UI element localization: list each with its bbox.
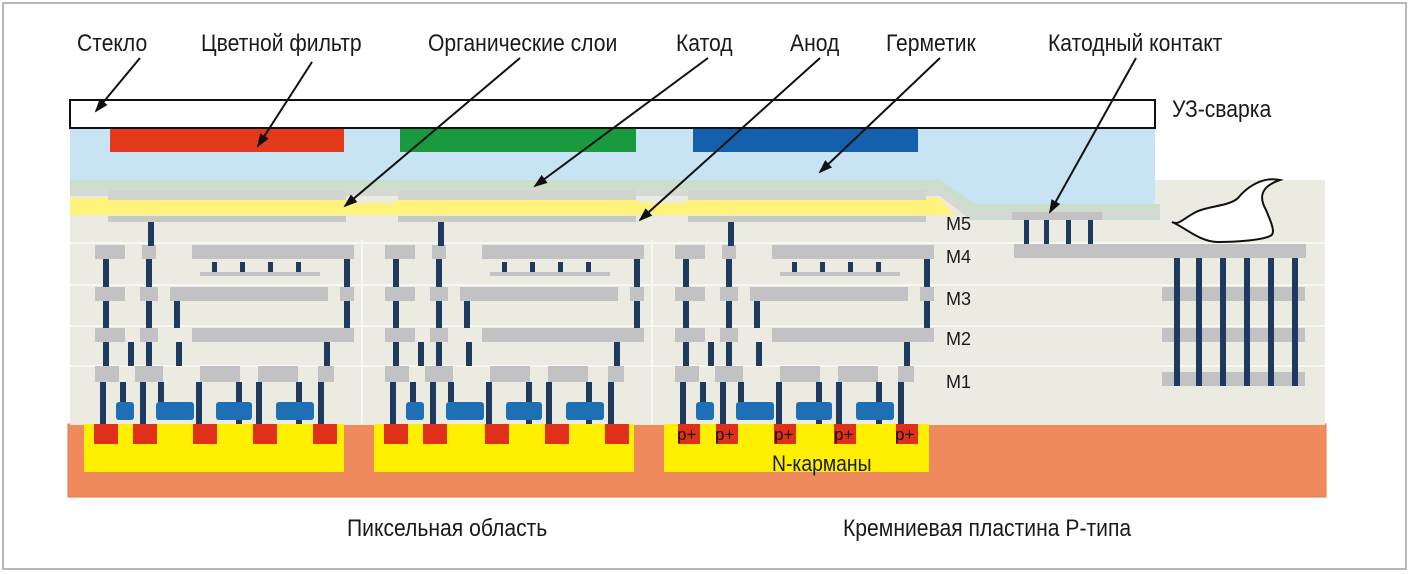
label-p-plus-2: p+ — [715, 425, 735, 444]
arrow-organic-layers — [343, 57, 521, 208]
green-filter — [400, 128, 636, 152]
contact-pillar-stack — [1162, 258, 1305, 386]
anode-base-1 — [108, 216, 346, 222]
label-organic-layers: Органические слои — [428, 30, 618, 57]
arrow-cathode — [533, 57, 709, 188]
label-cathode-contact: Катодный контакт — [1048, 30, 1223, 57]
anode-pixel-2 — [398, 190, 636, 200]
label-m2: M2 — [946, 329, 972, 349]
leader-arrows — [94, 57, 1137, 222]
label-p-plus-4: p+ — [834, 425, 854, 444]
m4-contact-bar — [1014, 244, 1306, 258]
label-pixel-area: Пиксельная область — [347, 515, 548, 542]
pixel-circuit-1 — [95, 222, 354, 424]
label-p-plus-3: p+ — [774, 425, 794, 444]
red-filter — [110, 128, 344, 152]
label-m5: M5 — [946, 214, 972, 234]
arrow-anode — [638, 57, 821, 222]
n-well-3 — [664, 424, 929, 472]
anode-base-3 — [688, 216, 926, 222]
label-m4: M4 — [946, 247, 972, 267]
label-p-plus-5: p+ — [895, 425, 915, 444]
label-anode: Анод — [790, 30, 840, 57]
label-sealant: Герметик — [886, 30, 976, 57]
anode-pixel-1 — [108, 190, 346, 200]
arrow-color-filter — [256, 61, 313, 148]
cathode-contact-pad — [1012, 212, 1102, 220]
label-n-wells: N-карманы — [772, 451, 872, 476]
cathode-contact-vias — [1024, 220, 1093, 244]
label-cathode: Катод — [676, 30, 733, 57]
label-glass: Стекло — [77, 30, 148, 57]
arrow-cathode-contact — [1049, 57, 1137, 214]
anode-pixel-3 — [688, 190, 926, 200]
label-p-type-wafer: Кремниевая пластина Р-типа — [843, 515, 1132, 542]
blue-filter — [693, 128, 918, 152]
label-m3: M3 — [946, 289, 972, 309]
pixel-circuit-3 — [675, 222, 934, 424]
label-color-filter: Цветной фильтр — [201, 30, 362, 57]
label-m1: M1 — [946, 372, 972, 392]
organic-layer — [70, 198, 955, 215]
label-ultrasonic-weld: УЗ-сварка — [1172, 96, 1272, 123]
glass-plate — [69, 99, 1156, 129]
arrow-glass — [94, 57, 141, 113]
ultrasonic-weld-wire — [1171, 178, 1284, 244]
p-plus-regions — [94, 424, 918, 444]
anode-base-2 — [398, 216, 636, 222]
label-p-plus-1: p+ — [677, 425, 697, 444]
pixel-circuit-2 — [385, 222, 644, 424]
arrow-sealant — [818, 57, 941, 174]
